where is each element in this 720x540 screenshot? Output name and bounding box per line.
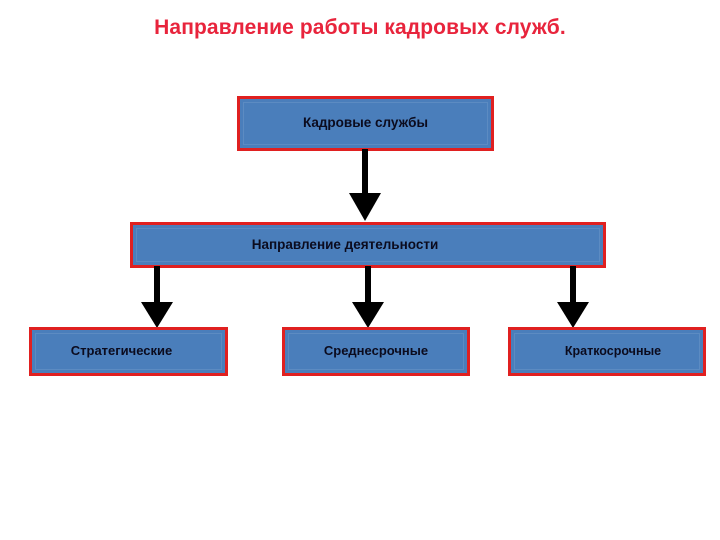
arrow-down-icon bbox=[352, 266, 384, 328]
arrow-down-icon bbox=[141, 266, 173, 328]
arrow-top-to-mid bbox=[345, 149, 385, 228]
arrow-down-icon bbox=[557, 266, 589, 328]
diagram-node-label: Кадровые службы bbox=[302, 115, 429, 131]
diagram-node-label: Направление деятельности bbox=[251, 236, 439, 252]
page-title: Направление работы кадровых служб. bbox=[154, 16, 566, 39]
diagram-node-label: Краткосрочные bbox=[564, 343, 662, 358]
diagram-node-shortterm[interactable]: Краткосрочные bbox=[508, 327, 706, 376]
diagram-node-top[interactable]: Кадровые службы bbox=[237, 96, 494, 151]
arrow-mid-to-shortterm bbox=[553, 266, 593, 335]
diagram-node-label: Среднесрочные bbox=[323, 343, 429, 359]
diagram-node-mid[interactable]: Направление деятельности bbox=[130, 222, 606, 268]
diagram-node-label: Стратегические bbox=[70, 343, 173, 359]
diagram-node-strategic[interactable]: Стратегические bbox=[29, 327, 228, 376]
arrow-mid-to-strategic bbox=[137, 266, 177, 335]
diagram-node-midterm[interactable]: Среднесрочные bbox=[282, 327, 470, 376]
arrow-mid-to-midterm bbox=[348, 266, 388, 335]
arrow-down-icon bbox=[349, 149, 381, 221]
